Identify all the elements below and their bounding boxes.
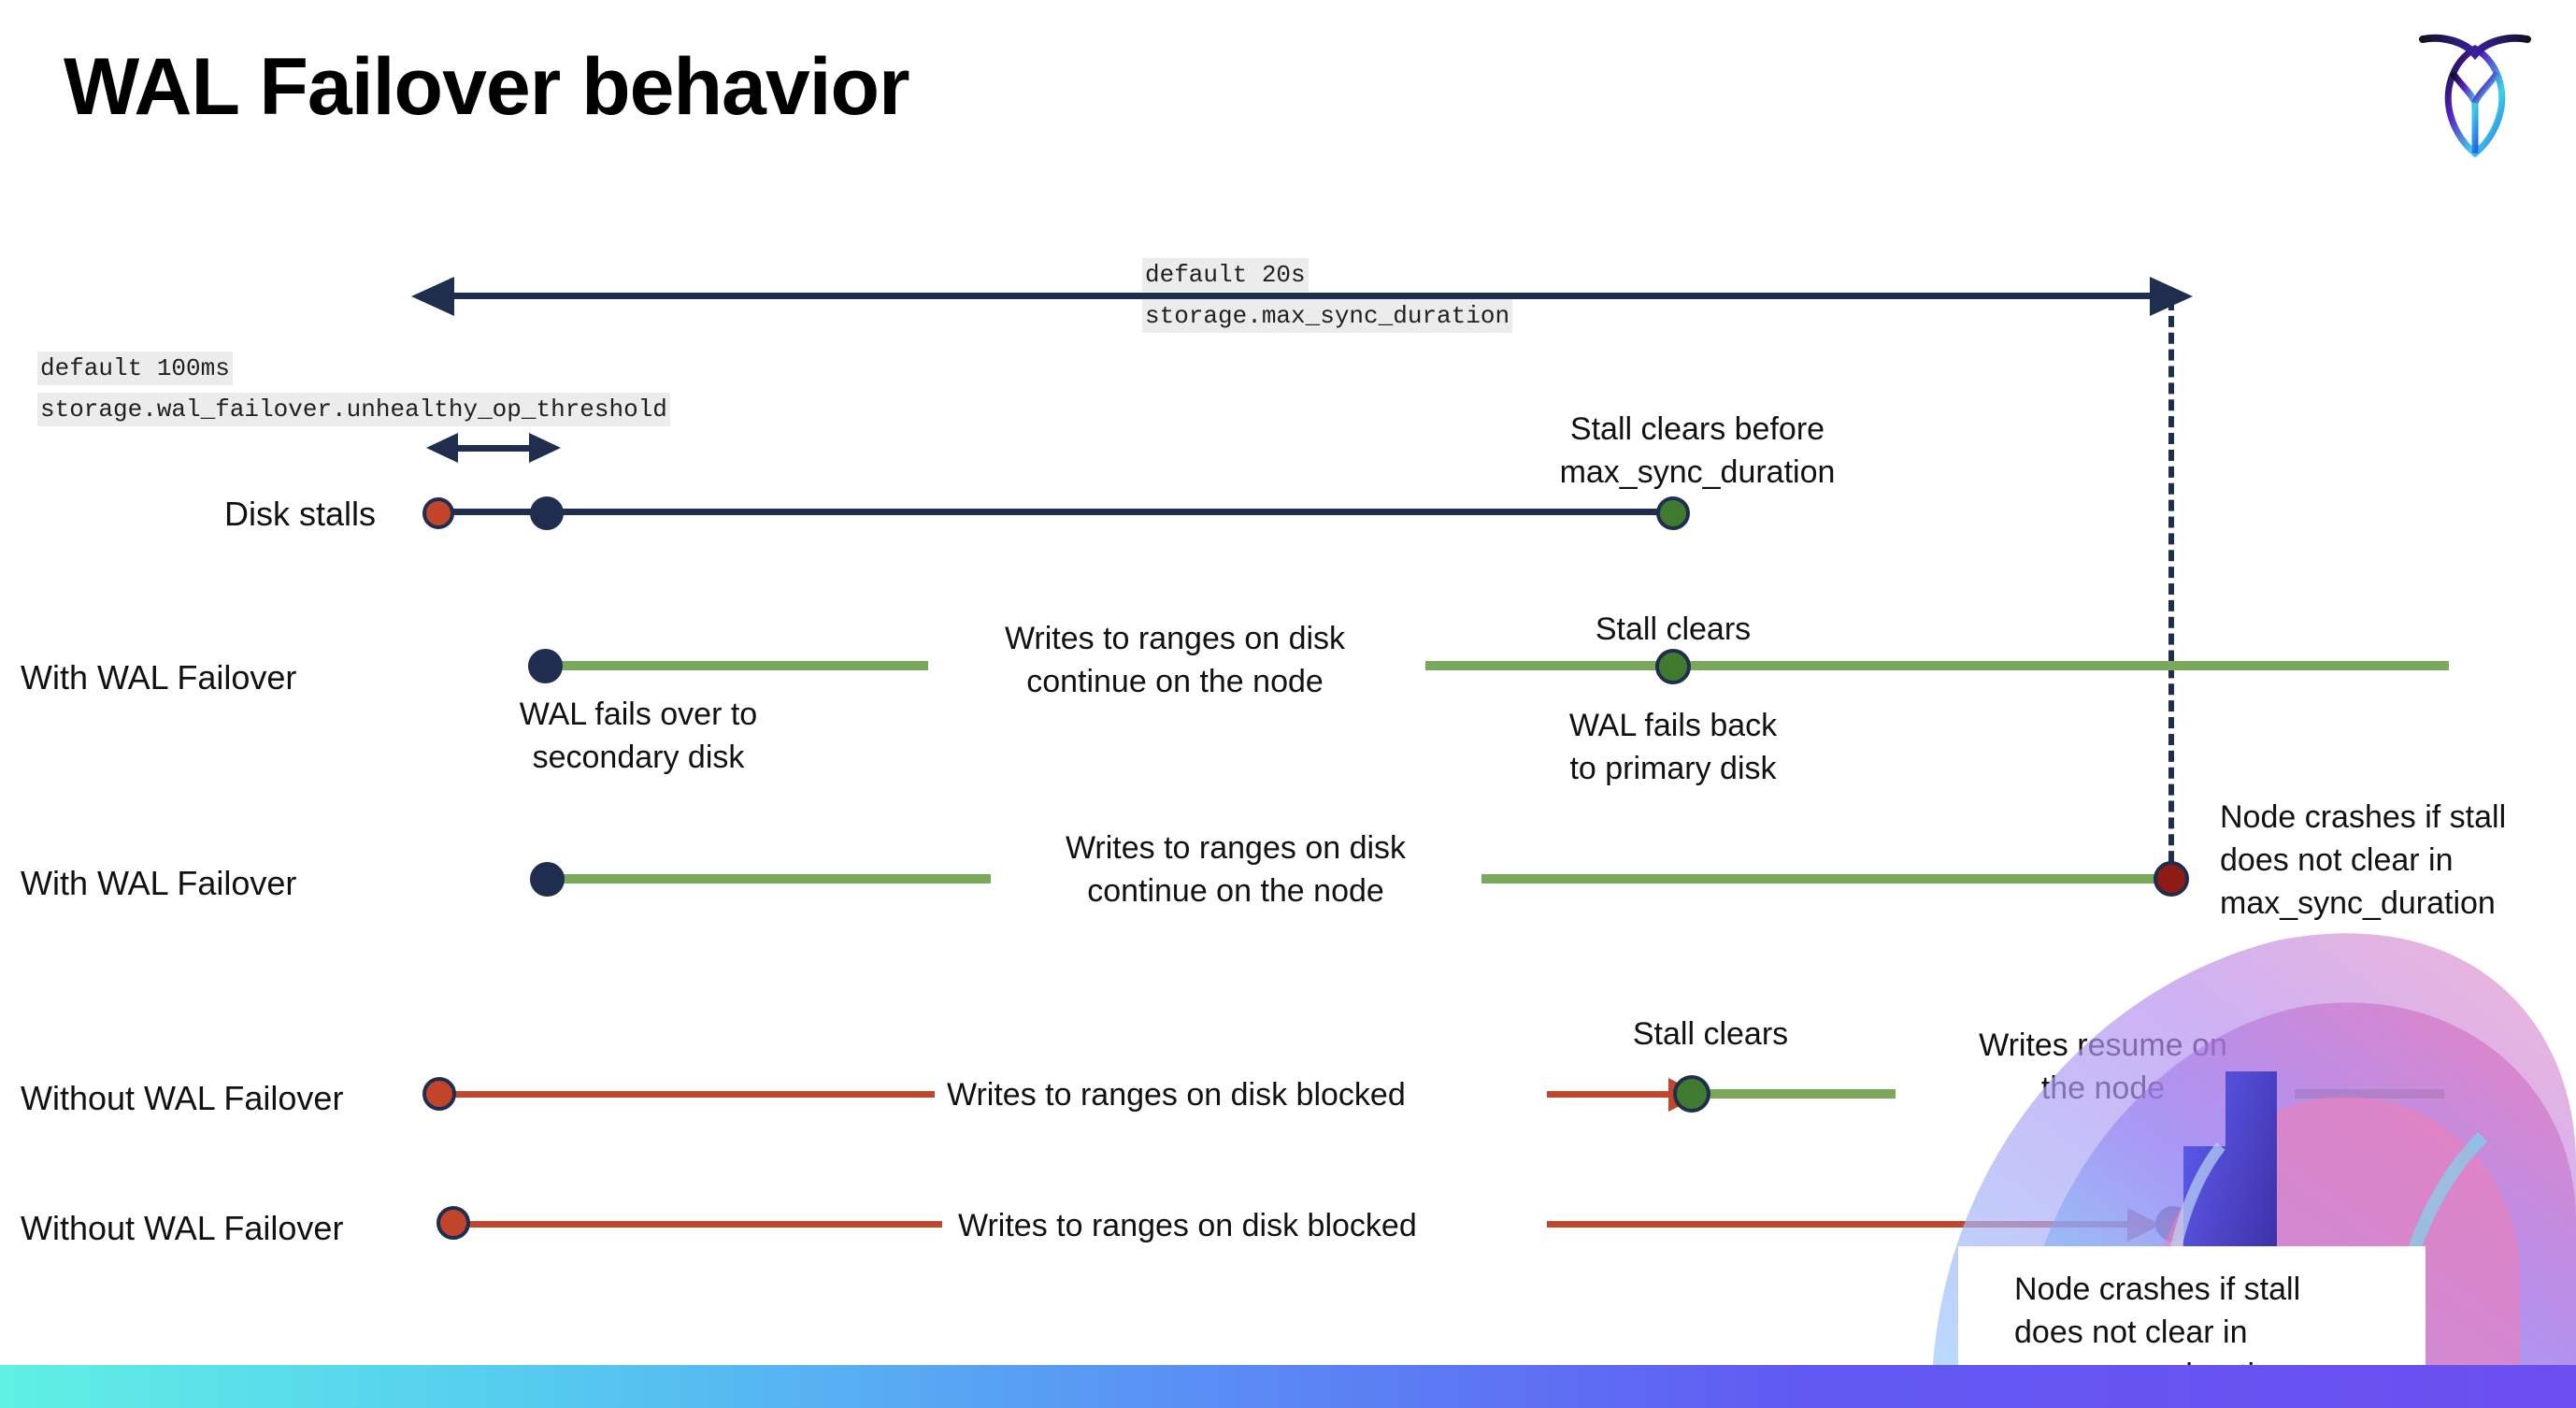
with-wal-failover-2-crash-dot — [2154, 861, 2189, 897]
with-wal-failover-2-segment-left — [551, 874, 991, 884]
note-stall-clears-row4: Stall clears — [1632, 1016, 1789, 1052]
note-node-crashes-1-line3: max_sync_duration — [2220, 885, 2496, 921]
max-sync-default-chip: default 20s — [1142, 258, 1309, 293]
node-crashes-callout-card — [1958, 1246, 2426, 1386]
note-writes-continue-1-line2: continue on the node — [1026, 664, 1324, 699]
note-node-crashes-2-line2: does not clear in — [2014, 1315, 2248, 1350]
note-stall-clears-before-line1: Stall clears before — [1569, 411, 1825, 447]
note-node-crashes-2-line1: Node crashes if stall — [2014, 1272, 2301, 1307]
bottom-gradient-band — [0, 1365, 2576, 1408]
row-label-disk-stalls: Disk stalls — [224, 495, 377, 533]
note-writes-continue-2-line2: continue on the node — [1087, 873, 1384, 909]
without-wal-failover-1-start-dot — [422, 1077, 456, 1111]
cockroachdb-logo — [2410, 21, 2540, 161]
max-sync-arrow-right — [2150, 277, 2193, 316]
unhealthy-span-line — [447, 445, 531, 452]
row-label-without-wal-failover-1: Without WAL Failover — [21, 1079, 344, 1117]
with-wal-failover-2-start-dot — [530, 862, 565, 897]
with-wal-failover-1-start-dot — [528, 649, 563, 683]
without-wal-failover-1-resume-line — [1699, 1089, 1896, 1099]
with-wal-failover-1-segment-left — [550, 661, 928, 670]
unhealthy-arrow-right — [529, 433, 561, 463]
note-wal-fails-back-line1: WAL fails back — [1568, 708, 1778, 743]
note-writes-continue-2-line1: Writes to ranges on disk — [1065, 830, 1407, 866]
note-stall-clears-row2: Stall clears — [1595, 611, 1752, 647]
disk-stalls-failover-dot — [530, 496, 564, 530]
without-wal-failover-1-clear-dot — [1673, 1075, 1710, 1113]
note-writes-continue-1-line1: Writes to ranges on disk — [1004, 621, 1346, 656]
row-label-without-wal-failover-2: Without WAL Failover — [21, 1209, 344, 1247]
note-writes-blocked-1: Writes to ranges on disk blocked — [947, 1077, 1406, 1113]
unhealthy-setting-chip: storage.wal_failover.unhealthy_op_thresh… — [37, 393, 670, 427]
disk-stalls-clear-dot — [1656, 496, 1690, 530]
max-sync-guide-dashed-line — [2168, 299, 2174, 879]
with-wal-failover-1-segment-right — [1425, 661, 2449, 670]
max-sync-arrow-left — [411, 277, 454, 316]
max-sync-span-line — [439, 293, 2168, 299]
without-wal-failover-1-blocked-line — [444, 1091, 935, 1098]
unhealthy-arrow-left — [426, 433, 458, 463]
row-label-with-wal-failover-1: With WAL Failover — [21, 658, 297, 697]
note-wal-fails-over-line1: WAL fails over to — [519, 697, 758, 732]
without-wal-failover-2-start-dot — [436, 1206, 470, 1240]
with-wal-failover-2-segment-right — [1481, 874, 2178, 884]
note-node-crashes-1-line1: Node crashes if stall — [2220, 799, 2507, 835]
with-wal-failover-1-clear-dot — [1655, 649, 1691, 684]
row-label-with-wal-failover-2: With WAL Failover — [21, 864, 297, 902]
without-wal-failover-2-blocked-line-2 — [1547, 1221, 2136, 1228]
note-stall-clears-before-line2: max_sync_duration — [1559, 454, 1836, 490]
note-node-crashes-1-line2: does not clear in — [2220, 842, 2454, 878]
note-writes-blocked-2: Writes to ranges on disk blocked — [958, 1208, 1417, 1243]
without-wal-failover-1-blocked-line-2 — [1547, 1091, 1678, 1098]
unhealthy-default-chip: default 100ms — [37, 352, 233, 386]
note-wal-fails-back-line2: to primary disk — [1569, 751, 1777, 786]
note-wal-fails-over-line2: secondary disk — [532, 740, 745, 775]
max-sync-setting-chip: storage.max_sync_duration — [1142, 299, 1513, 334]
disk-stalls-timeline — [437, 509, 1681, 515]
without-wal-failover-2-blocked-line — [447, 1221, 942, 1228]
disk-stalls-start-dot — [422, 497, 454, 529]
page-title: WAL Failover behavior — [64, 42, 910, 132]
